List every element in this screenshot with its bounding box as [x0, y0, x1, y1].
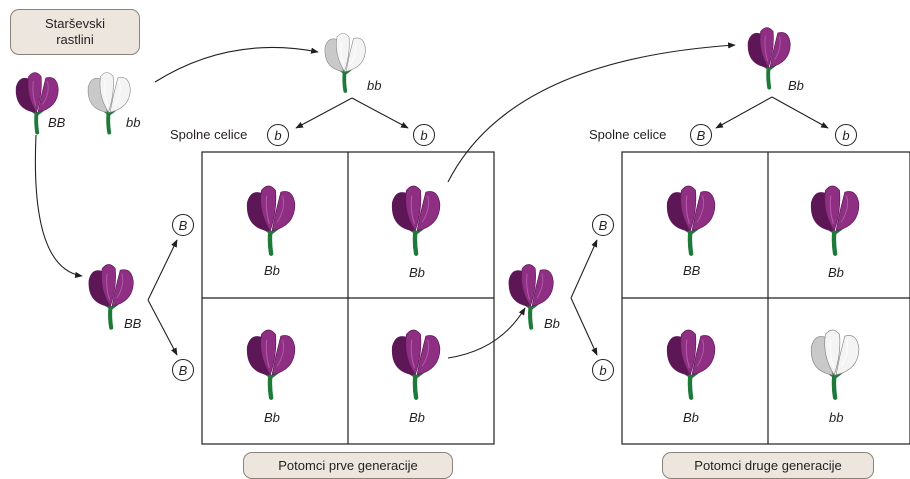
f1-cell-flower	[246, 185, 296, 256]
f2-cell-genotype: Bb	[683, 410, 699, 425]
arrow-parent-to-cross1-top	[154, 46, 319, 83]
f1-caption-box: Potomci prve generacije	[243, 452, 453, 479]
cross2-left-gamete: b	[592, 359, 614, 381]
cross2-left-gamete: B	[592, 214, 614, 236]
arrow-left-fork2-down	[570, 297, 598, 356]
f2-cell-flower	[666, 185, 716, 256]
cross1-top-gamete: b	[413, 124, 435, 146]
f2-caption-box: Potomci druge generacije	[662, 452, 874, 479]
arrow-bb2-to-gamete-left	[715, 96, 773, 129]
arrow-parent-to-cross1-left	[34, 134, 83, 278]
f1-cell-flower	[391, 185, 441, 256]
arrows	[34, 42, 829, 359]
f2-cell-genotype: BB	[683, 263, 701, 278]
parent2-flower	[87, 72, 131, 135]
parent2-genotype: bb	[126, 115, 141, 130]
f2-cell-flower	[810, 185, 860, 256]
f2-cell-genotype: bb	[829, 410, 844, 425]
cross2-gametes-label: Spolne celice	[589, 127, 667, 142]
arrow-bb2-to-gamete-right	[771, 96, 829, 129]
cross1-gametes-label: Spolne celice	[170, 127, 248, 142]
f1-cell-genotype: Bb	[409, 410, 425, 425]
punnett-grid-f1	[201, 151, 495, 445]
f2-cell-flower	[810, 329, 860, 400]
arrow-bb-to-gamete-right	[351, 97, 409, 129]
cross2-top-gamete: b	[835, 124, 857, 146]
f1-cell-flower	[391, 329, 441, 400]
f2-caption: Potomci druge generacije	[694, 458, 842, 473]
f2-cell-genotype: Bb	[828, 265, 844, 280]
parents-label: Starševski rastlini	[45, 16, 105, 47]
cross2-left-parent-genotype: Bb	[544, 316, 560, 331]
parent1-genotype: BB	[48, 115, 66, 130]
cross1-top-gamete: b	[267, 124, 289, 146]
f1-cell-genotype: Bb	[409, 265, 425, 280]
punnett-grid-f2	[621, 151, 910, 445]
arrow-left-fork-up	[147, 239, 178, 301]
cross1-left-gamete: B	[172, 214, 194, 236]
arrow-f1-to-cross2-top	[447, 42, 736, 183]
f1-caption: Potomci prve generacije	[278, 458, 418, 473]
arrow-left-fork-down	[147, 299, 178, 356]
cross2-top-parent-flower	[747, 27, 791, 90]
f1-cell-genotype: Bb	[264, 410, 280, 425]
cross1-top-parent-genotype: bb	[367, 78, 382, 93]
cross1-left-gamete: B	[172, 359, 194, 381]
cross1-left-parent-flower	[88, 264, 134, 330]
flowers	[15, 27, 860, 400]
cross2-top-parent-genotype: Bb	[788, 78, 804, 93]
cross2-top-gamete: B	[690, 124, 712, 146]
parent1-flower	[15, 72, 59, 135]
cross1-left-parent-genotype: BB	[124, 316, 142, 331]
arrow-bb-to-gamete-left	[295, 97, 353, 129]
arrow-left-fork2-up	[570, 239, 598, 299]
f2-cell-flower	[666, 329, 716, 400]
cross1-top-parent-flower	[324, 32, 366, 93]
f1-cell-genotype: Bb	[264, 263, 280, 278]
parents-label-box: Starševski rastlini	[10, 9, 140, 55]
arrow-f1-to-cross2-left	[447, 307, 526, 359]
f1-cell-flower	[246, 329, 296, 400]
cross2-left-parent-flower	[508, 264, 554, 330]
